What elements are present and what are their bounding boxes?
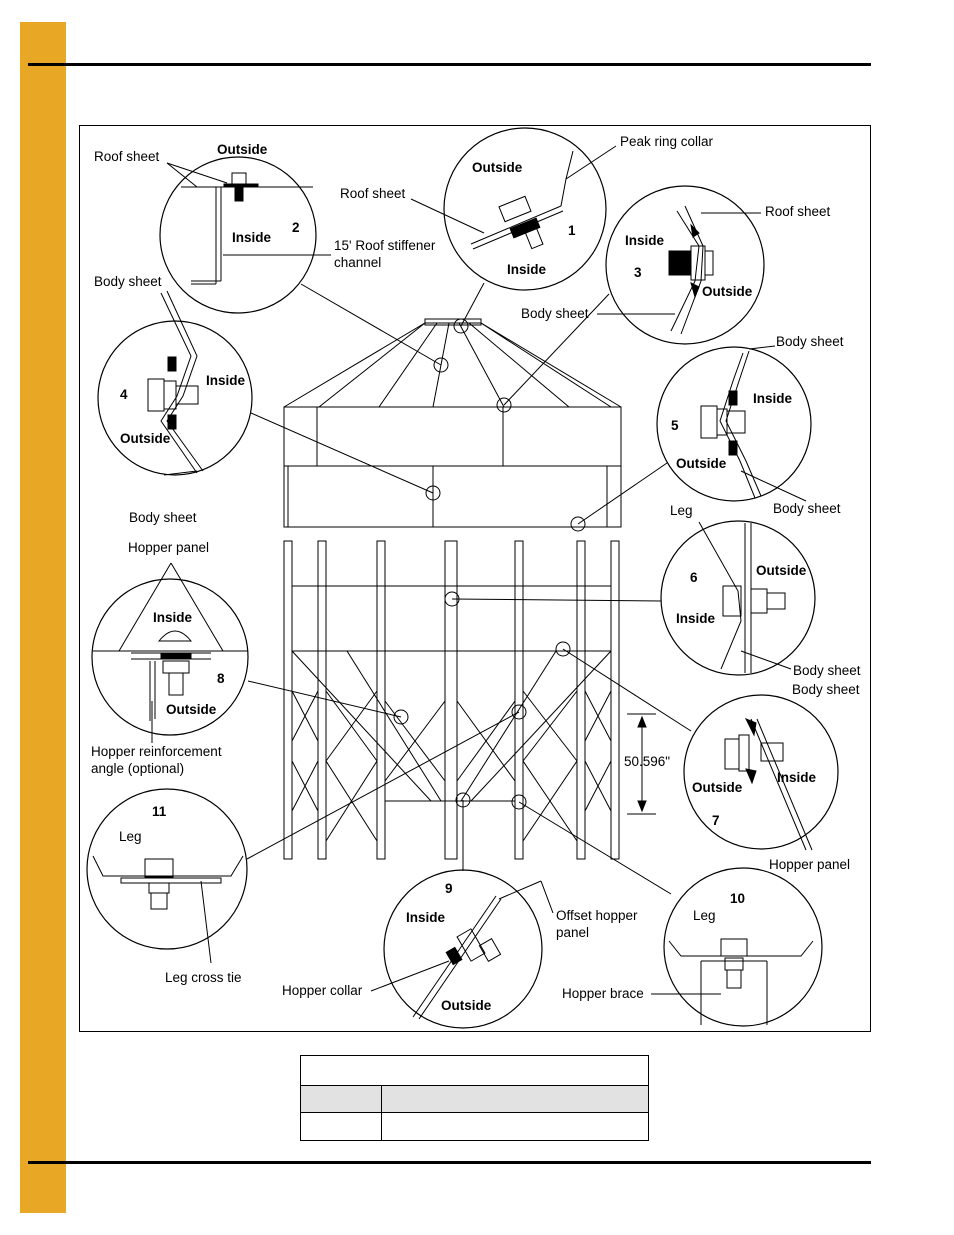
table-column-row bbox=[300, 1085, 649, 1113]
label-peak-ring-collar: Peak ring collar bbox=[620, 134, 714, 149]
bin-hopper bbox=[291, 585, 612, 802]
label-body-sheet-4b: Body sheet bbox=[129, 510, 197, 525]
label-leg-10: Leg bbox=[693, 908, 716, 923]
detail-5-drawing bbox=[700, 345, 807, 502]
table-title-cell bbox=[300, 1055, 649, 1086]
label-number-4: 4 bbox=[120, 387, 128, 402]
table-column-1 bbox=[300, 1085, 382, 1113]
detail-circles bbox=[86, 127, 839, 1029]
label-hopper-reinforcement-1: Hopper reinforcement bbox=[91, 744, 222, 759]
label-inside-2: Inside bbox=[232, 230, 272, 245]
label-roof-sheet-3: Roof sheet bbox=[765, 204, 831, 219]
label-body-sheet-5b: Body sheet bbox=[773, 501, 841, 516]
bin-body bbox=[283, 406, 622, 528]
dimension-arrow bbox=[627, 713, 656, 815]
label-body-sheet-7: Body sheet bbox=[792, 682, 860, 697]
label-hopper-brace: Hopper brace bbox=[562, 986, 644, 1001]
detail-9-drawing bbox=[370, 880, 554, 1020]
detail-2-drawing bbox=[166, 162, 331, 285]
label-body-sheet-3: Body sheet bbox=[521, 306, 589, 321]
label-number-7: 7 bbox=[712, 813, 720, 828]
label-number-6: 6 bbox=[690, 570, 698, 585]
label-roof-stiffener: 15' Roof stiffener bbox=[334, 238, 436, 253]
label-roof-sheet-1: Roof sheet bbox=[340, 186, 406, 201]
table-header-row bbox=[300, 1055, 649, 1086]
table-row bbox=[300, 1112, 649, 1141]
label-number-10: 10 bbox=[730, 891, 746, 906]
detail-8-drawing bbox=[93, 562, 248, 743]
label-inside-4: Inside bbox=[206, 373, 246, 388]
label-outside-1: Outside bbox=[472, 160, 523, 175]
label-outside-9: Outside bbox=[441, 998, 492, 1013]
diagram-drawing bbox=[86, 127, 839, 1029]
bin-roof bbox=[283, 318, 622, 408]
label-outside-4: Outside bbox=[120, 431, 171, 446]
label-offset-hopper-1: Offset hopper bbox=[556, 908, 638, 923]
label-inside-7: Inside bbox=[777, 770, 817, 785]
label-outside-3: Outside bbox=[702, 284, 753, 299]
label-inside-8: Inside bbox=[153, 610, 193, 625]
footer-rule bbox=[28, 1161, 871, 1164]
label-body-sheet-4a: Body sheet bbox=[94, 274, 162, 289]
label-outside-7: Outside bbox=[692, 780, 743, 795]
label-dimension: 50.596" bbox=[624, 754, 671, 769]
detail-11-drawing bbox=[92, 855, 244, 964]
detail-4-drawing bbox=[147, 290, 204, 476]
detail-10-drawing bbox=[651, 938, 814, 1025]
table-cell-2 bbox=[381, 1112, 649, 1141]
label-body-sheet-5a: Body sheet bbox=[776, 334, 844, 349]
leg-cross-bracing bbox=[291, 690, 612, 842]
label-leg-cross-tie: Leg cross tie bbox=[165, 970, 242, 985]
parts-table bbox=[300, 1055, 649, 1141]
label-body-sheet-6: Body sheet bbox=[793, 663, 861, 678]
table-cell-1 bbox=[300, 1112, 382, 1141]
label-number-9: 9 bbox=[445, 881, 453, 896]
detail-target-circles bbox=[393, 318, 586, 810]
bin-legs bbox=[283, 540, 620, 860]
label-inside-9: Inside bbox=[406, 910, 446, 925]
detail-7-drawing bbox=[724, 718, 813, 851]
label-inside-5: Inside bbox=[753, 391, 793, 406]
label-leg-11: Leg bbox=[119, 829, 142, 844]
label-outside-2: Outside bbox=[217, 142, 268, 157]
label-number-5: 5 bbox=[671, 418, 679, 433]
detail-6-drawing bbox=[698, 521, 792, 673]
label-hopper-panel-7: Hopper panel bbox=[769, 857, 851, 872]
label-outside-8: Outside bbox=[166, 702, 217, 717]
label-hopper-collar: Hopper collar bbox=[282, 983, 363, 998]
detail-1-drawing bbox=[410, 145, 617, 250]
label-inside-1: Inside bbox=[507, 262, 547, 277]
label-offset-hopper-2: panel bbox=[556, 925, 590, 940]
label-channel: channel bbox=[334, 255, 382, 270]
label-inside-3: Inside bbox=[625, 233, 665, 248]
label-hopper-panel-8: Hopper panel bbox=[128, 540, 210, 555]
label-number-3: 3 bbox=[634, 265, 642, 280]
label-roof-sheet-2: Roof sheet bbox=[94, 149, 160, 164]
label-inside-6: Inside bbox=[676, 611, 716, 626]
label-number-8: 8 bbox=[217, 671, 225, 686]
header-rule bbox=[28, 63, 871, 66]
detail-3-drawing bbox=[597, 205, 761, 335]
chapter-side-tab bbox=[20, 22, 66, 1213]
label-number-1: 1 bbox=[568, 223, 576, 238]
label-outside-6: Outside bbox=[756, 563, 807, 578]
hopper-bin-assembly-diagram: Roof sheet Outside Inside 2 15' Roof sti… bbox=[79, 125, 871, 1032]
detail-leader-lines bbox=[246, 282, 692, 895]
label-hopper-reinforcement-2: angle (optional) bbox=[91, 761, 185, 776]
label-number-11: 11 bbox=[152, 804, 167, 819]
table-column-2 bbox=[381, 1085, 649, 1113]
label-outside-5: Outside bbox=[676, 456, 727, 471]
label-leg-6: Leg bbox=[670, 503, 693, 518]
label-number-2: 2 bbox=[292, 220, 300, 235]
